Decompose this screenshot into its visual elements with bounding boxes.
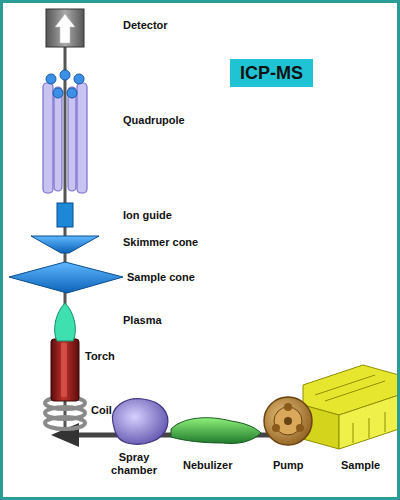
sample-cone <box>9 262 123 293</box>
part-label: Torch <box>85 350 115 363</box>
plasma-flame <box>55 303 76 341</box>
sample-rack <box>303 365 399 449</box>
title-badge: ICP-MS <box>230 59 313 87</box>
part-label: Ion guide <box>123 209 172 222</box>
nebulizer <box>171 418 261 444</box>
pump <box>264 397 312 445</box>
part-label: Pump <box>273 459 304 472</box>
part-label: Skimmer cone <box>123 236 198 249</box>
part-label: Coil <box>91 404 112 417</box>
torch <box>51 339 79 401</box>
ion-particles <box>46 70 84 98</box>
part-label: Sample <box>341 459 380 472</box>
icp-ms-illustration <box>3 3 400 500</box>
skimmer-cone <box>31 236 99 253</box>
ion-guide <box>57 203 73 227</box>
part-label: Detector <box>123 19 168 32</box>
part-label: Nebulizer <box>183 459 233 472</box>
part-label: Spray chamber <box>103 451 165 477</box>
detector <box>46 9 84 47</box>
spray-chamber <box>112 399 167 444</box>
part-label: Sample cone <box>127 271 195 284</box>
coil <box>45 397 85 429</box>
part-label: Quadrupole <box>123 114 185 127</box>
part-label: Plasma <box>123 314 162 327</box>
quadrupole-rods <box>43 83 87 193</box>
